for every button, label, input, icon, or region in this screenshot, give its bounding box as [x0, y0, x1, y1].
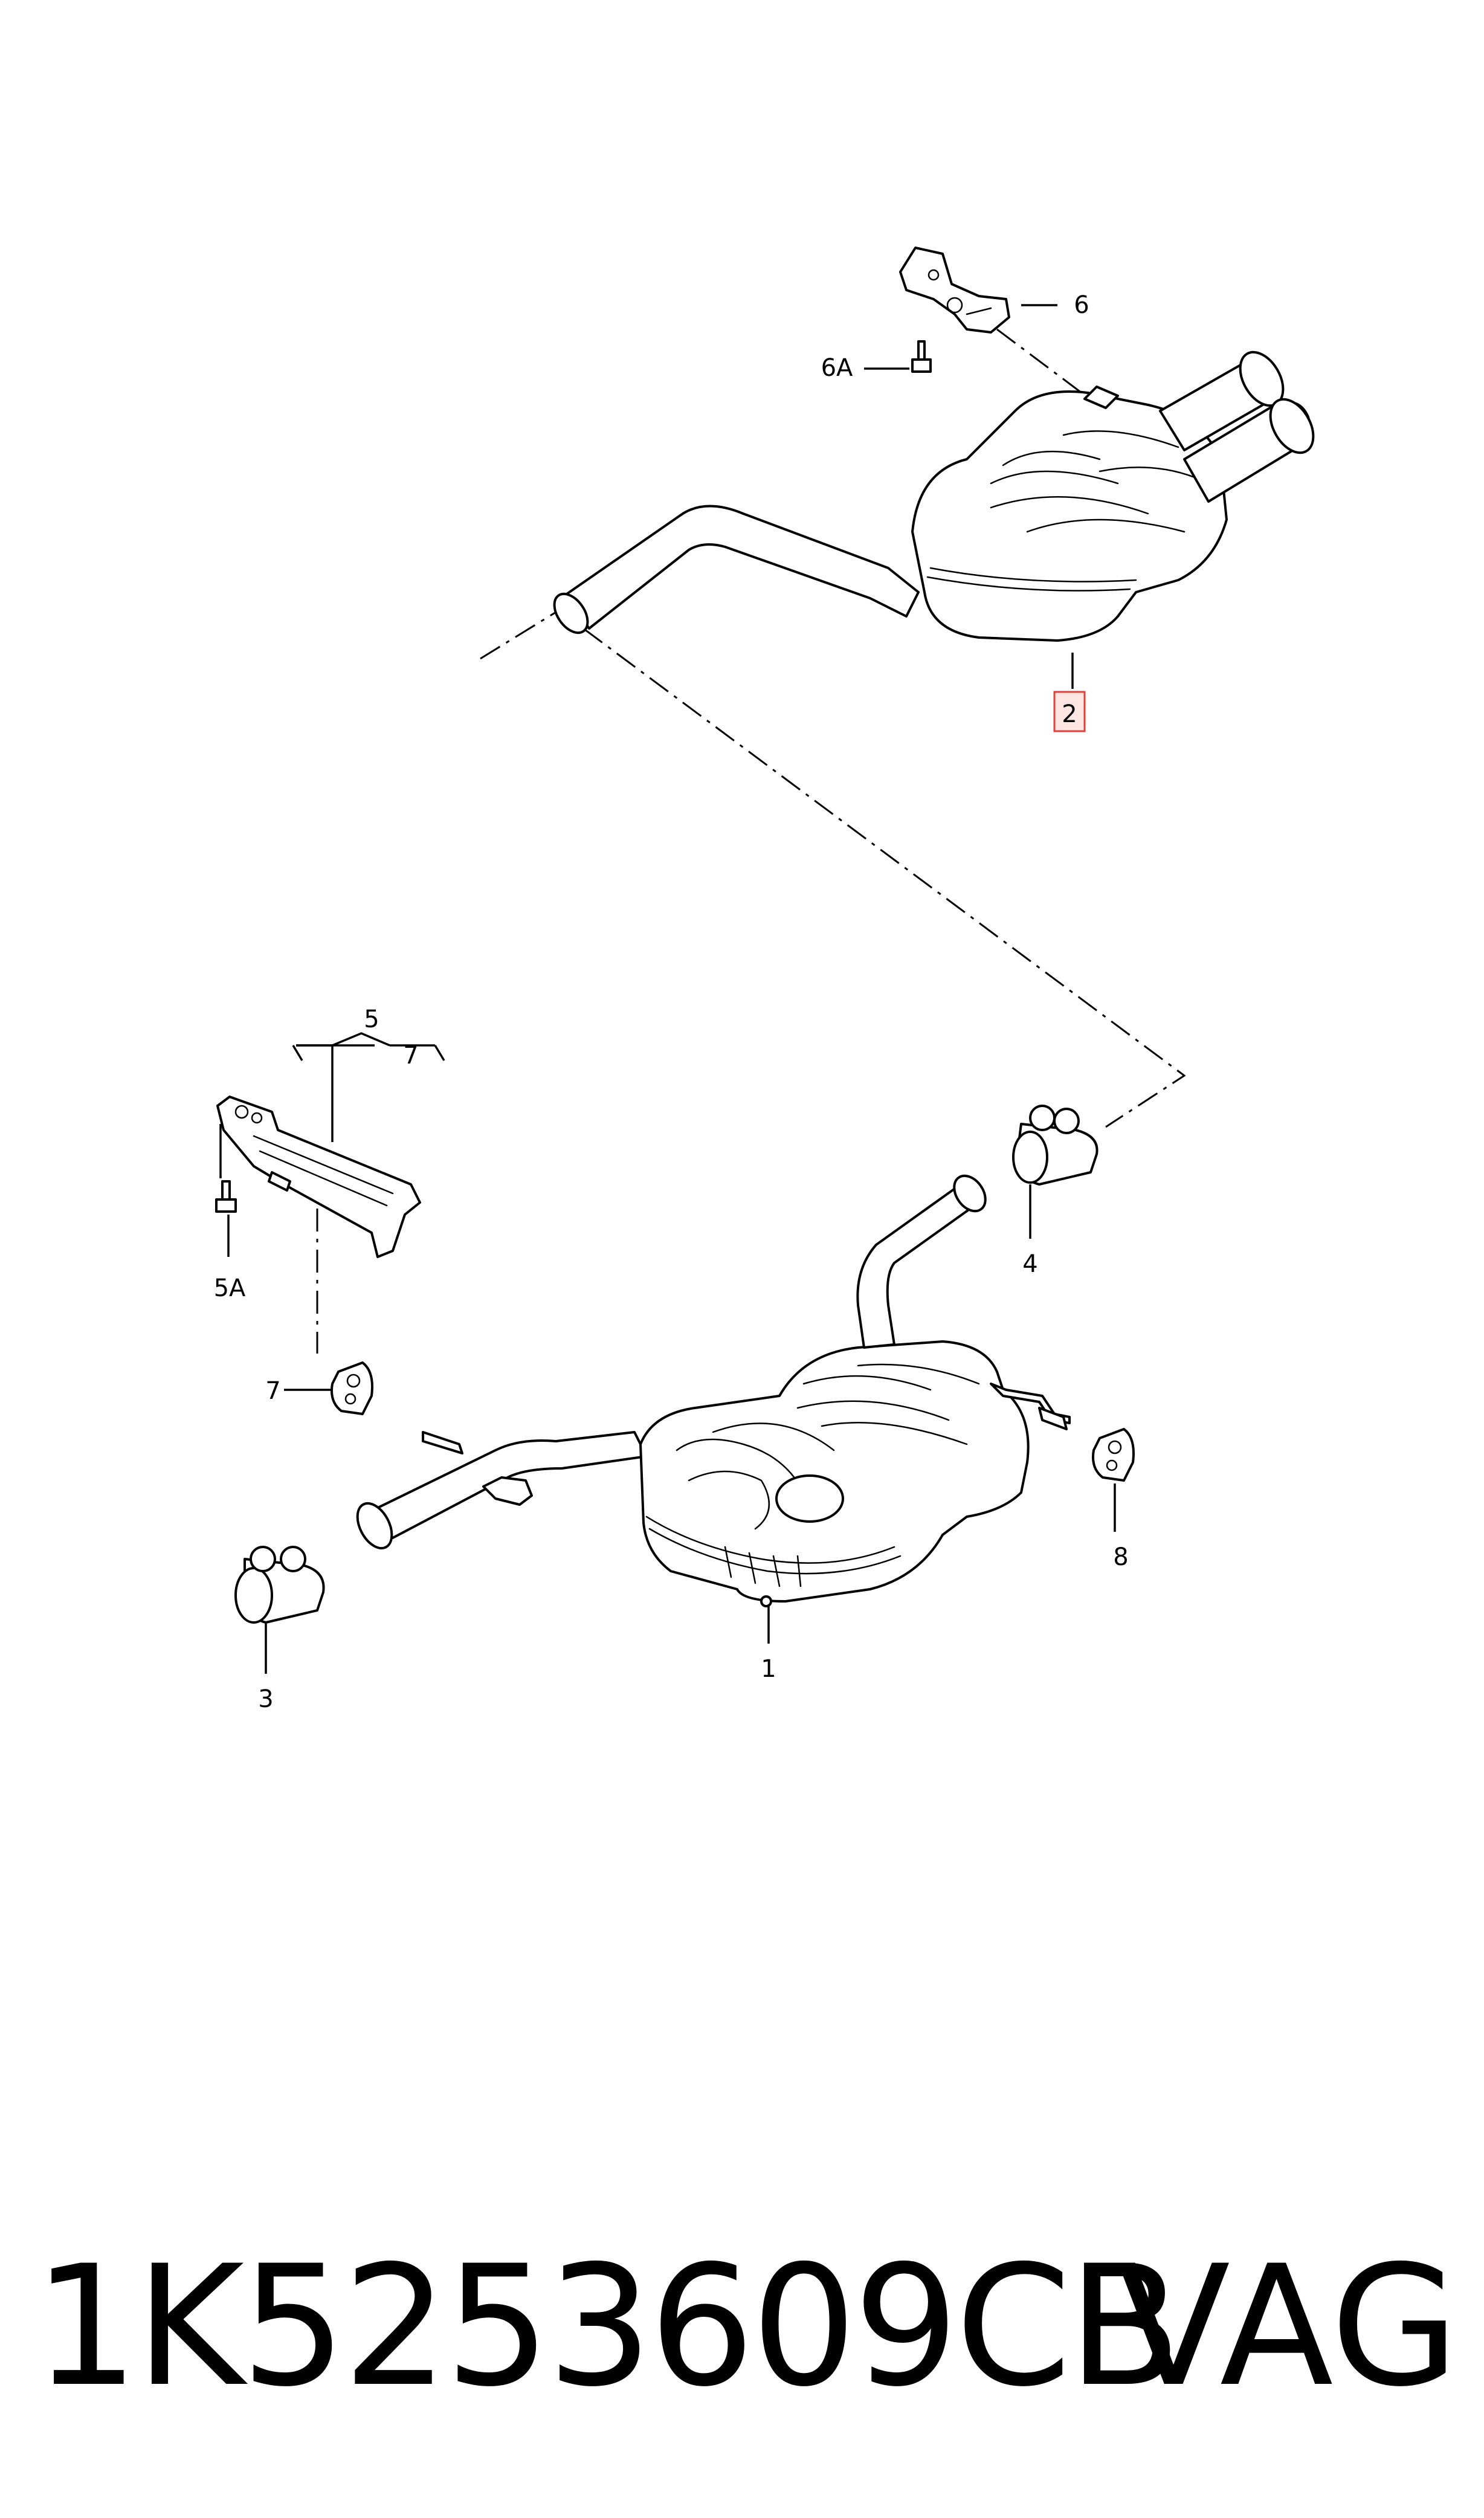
callout-6: 6: [1074, 291, 1089, 319]
callout-2: 2: [1062, 700, 1077, 728]
bracket-6: [899, 247, 1010, 334]
bolt-5a: [215, 1180, 237, 1213]
callout-7: 7: [265, 1377, 280, 1405]
rubber-mount-7: [331, 1361, 373, 1415]
callout-8: 8: [1113, 1543, 1128, 1571]
centre-silencer: [356, 1174, 1071, 1607]
connection-line: [480, 609, 1186, 1128]
callout-2-box: [1053, 691, 1086, 732]
footer: 1K5253609CB VAG: [33, 2236, 1459, 2417]
bracket-6-link: [996, 328, 1082, 394]
callout-4: 4: [1022, 1250, 1037, 1278]
clamp-4: [1012, 1105, 1098, 1186]
leader-lines: [219, 304, 1116, 1674]
callout-7-top: 7: [403, 1042, 418, 1070]
callout-6a: 6A: [821, 354, 853, 382]
bracket-5: [216, 1096, 421, 1258]
clamp-3: [234, 1546, 325, 1624]
callout-5: 5: [364, 1006, 379, 1033]
rubber-mount-8: [1092, 1428, 1135, 1482]
callout-3: 3: [258, 1685, 273, 1713]
rear-silencer: [553, 350, 1315, 642]
callout-1: 1: [761, 1655, 776, 1683]
callout-5a: 5A: [214, 1274, 246, 1302]
brand-name: VAG: [1117, 2230, 1459, 2423]
bolt-6a: [911, 340, 932, 373]
part-number: 1K5253609CB: [33, 2230, 1182, 2423]
